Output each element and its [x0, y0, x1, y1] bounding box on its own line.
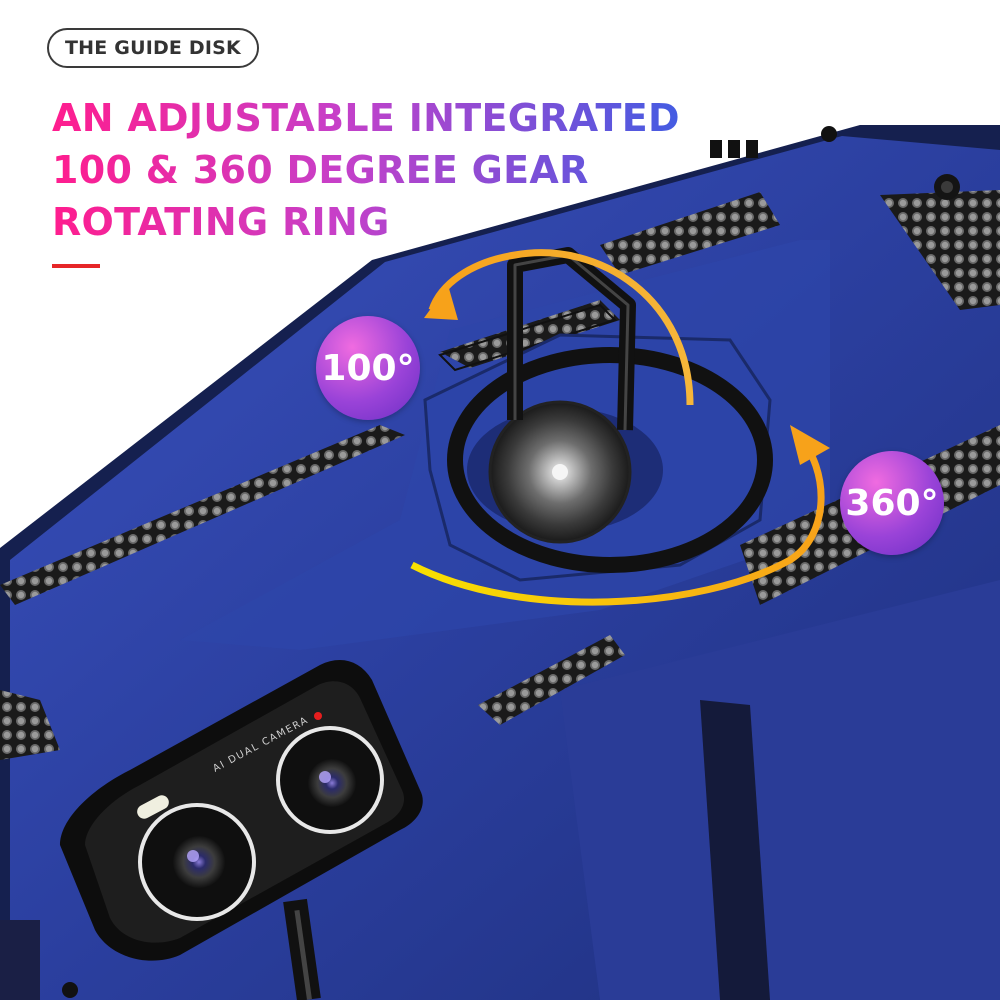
camera-lens-top	[276, 726, 384, 834]
angle-100-badge: 100°	[316, 316, 420, 420]
ring-holder	[423, 247, 773, 582]
camera-lens-bottom	[138, 803, 256, 921]
side-buttons	[710, 126, 960, 200]
accent-divider	[52, 264, 100, 268]
arrow-head-100-icon	[424, 285, 458, 320]
headline-line-3: ROTATING RING	[52, 196, 692, 248]
headline-line-2: 100 & 360 DEGREE GEAR	[52, 144, 692, 196]
flash-icon	[137, 795, 169, 819]
angle-360-badge: 360°	[840, 451, 944, 555]
arrow-head-360-icon	[790, 425, 830, 465]
headline-line-1: AN ADJUSTABLE INTEGRATED	[52, 92, 692, 144]
hex-grip-strips	[0, 190, 1000, 760]
headline: AN ADJUSTABLE INTEGRATED 100 & 360 DEGRE…	[52, 92, 692, 248]
rotation-arrows	[410, 249, 830, 606]
section-badge: THE GUIDE DISK	[47, 28, 259, 68]
camera-module: AI DUAL CAMERA	[60, 660, 423, 961]
case-edge-details	[0, 898, 321, 1000]
